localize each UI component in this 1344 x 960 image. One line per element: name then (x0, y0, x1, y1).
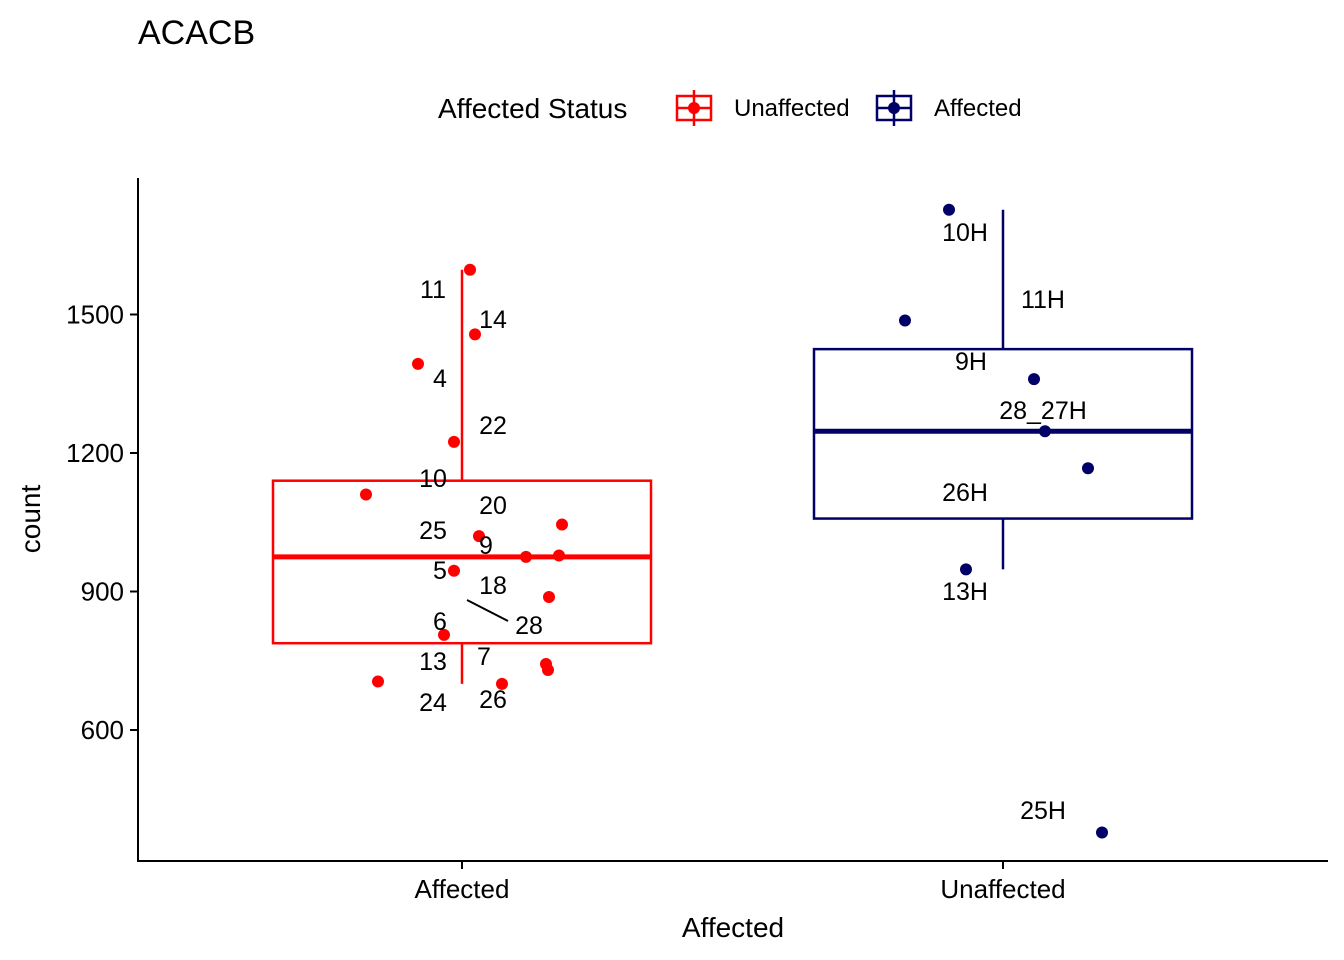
x-axis-ticks: Affected Unaffected (415, 861, 1066, 904)
label-leader-line (466, 599, 509, 622)
legend-key-unaffected: Unaffected (675, 90, 850, 126)
point-label: 9 (479, 532, 493, 560)
point-label: 5 (433, 557, 447, 585)
legend-key-point (688, 102, 700, 114)
point-label: 28_27H (999, 397, 1087, 425)
y-tick-label: 900 (81, 577, 124, 607)
y-tick-label: 600 (81, 715, 124, 745)
point-label: 18 (479, 572, 507, 600)
legend-key-affected: Affected (875, 90, 1022, 126)
data-point (372, 675, 384, 688)
legend-entries: Unaffected Affected (675, 90, 1022, 126)
point-label: 11H (1021, 286, 1065, 314)
legend-key-point (888, 102, 900, 114)
point-label: 10 (419, 465, 447, 493)
chart-title: ACACB (138, 14, 255, 52)
point-label: 10H (942, 219, 988, 247)
x-tick-label: Affected (415, 874, 510, 904)
point-label: 25H (1020, 797, 1066, 825)
legend-title: Affected Status (438, 93, 627, 124)
point-label: 25 (419, 517, 447, 545)
data-point (360, 488, 372, 501)
point-label: 26 (479, 686, 507, 714)
data-point (899, 314, 911, 327)
point-label: 20 (479, 492, 507, 520)
x-axis-title: Affected (682, 912, 784, 943)
data-point (960, 563, 972, 576)
data-point (1039, 425, 1051, 438)
data-point (448, 564, 460, 577)
box-group-unaffected: 10H 11H 9H 28_27H 26H 13H 25H (812, 203, 1194, 839)
data-point (943, 203, 955, 216)
y-tick-label: 1200 (66, 438, 124, 468)
point-label: 4 (433, 365, 447, 393)
data-point (469, 328, 481, 341)
data-point (553, 549, 565, 562)
point-label: 7 (477, 643, 491, 671)
point-label: 6 (433, 608, 447, 636)
y-tick-label: 1500 (66, 300, 124, 330)
plot-area: 11 14 4 22 10 20 25 9 5 18 28 6 7 13 24 26 10H 11H 9H 28_27… (271, 203, 1194, 839)
point-label: 24 (419, 689, 447, 717)
data-point (1096, 826, 1108, 839)
legend-label: Affected (934, 95, 1022, 122)
point-label: 13 (419, 648, 447, 676)
point-label: 13H (942, 578, 988, 606)
data-point (1082, 462, 1094, 475)
point-label: 26H (942, 479, 988, 507)
point-label: 14 (479, 306, 507, 334)
data-point (556, 518, 568, 531)
data-point (412, 357, 424, 370)
data-point (1028, 373, 1040, 386)
point-label: 11 (420, 276, 446, 304)
x-tick-label: Unaffected (940, 874, 1065, 904)
y-axis-ticks: 600 900 1200 1500 (66, 300, 138, 745)
data-point (448, 435, 460, 448)
data-point (438, 628, 450, 641)
data-point (464, 263, 476, 276)
data-point (496, 677, 508, 690)
box (271, 479, 653, 645)
point-label: 28 (515, 612, 543, 640)
box-group-affected: 11 14 4 22 10 20 25 9 5 18 28 6 7 13 24 26 (271, 263, 653, 717)
data-point (473, 530, 485, 543)
legend: Affected Status Unaffected Affected (438, 90, 1022, 126)
y-axis-title: count (15, 485, 46, 554)
box (812, 347, 1194, 520)
data-point (520, 550, 532, 563)
point-label: 22 (479, 412, 507, 440)
data-point (542, 663, 554, 676)
data-point (543, 591, 555, 604)
point-label: 9H (955, 348, 987, 376)
legend-label: Unaffected (734, 95, 850, 122)
